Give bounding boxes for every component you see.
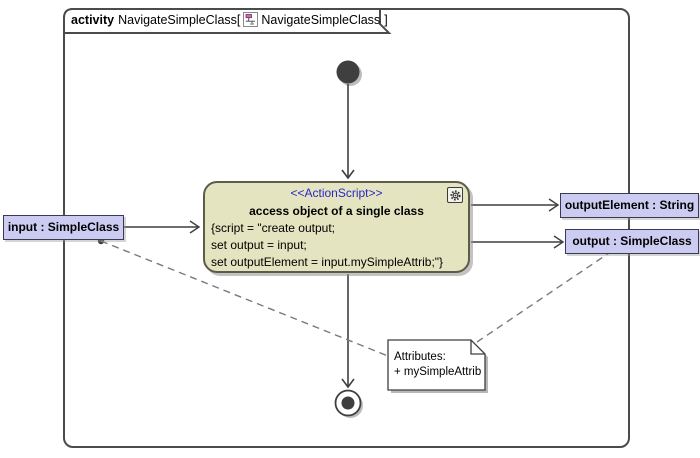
note-text: Attributes: + mySimpleAttrib — [394, 350, 481, 380]
object-node-input[interactable]: input : SimpleClass — [3, 215, 124, 240]
frame-keyword: activity — [71, 13, 115, 27]
initial-node[interactable] — [336, 60, 360, 84]
object-node-label: output : SimpleClass — [572, 234, 692, 248]
note-shape[interactable] — [387, 339, 486, 391]
action-script-line: {script = "create output; — [211, 221, 335, 235]
gear-icon — [449, 189, 461, 201]
control-flow-initial-to-action[interactable] — [341, 84, 355, 180]
action-stereotype: <<ActionScript>> — [290, 186, 383, 200]
object-flow-input-to-action[interactable] — [124, 220, 201, 234]
frame-title-tab[interactable] — [62, 7, 396, 35]
activity-diagram-icon — [243, 12, 259, 30]
action-node[interactable]: <<ActionScript>> access object of a sing… — [203, 181, 470, 273]
object-node-output-element[interactable]: outputElement : String — [560, 193, 699, 218]
frame-title-close: ] — [384, 13, 388, 27]
anchor-line-input-to-note[interactable] — [100, 240, 389, 357]
object-node-label: input : SimpleClass — [7, 220, 120, 234]
object-node-label: outputElement : String — [564, 198, 695, 212]
action-script-line: set outputElement = input.mySimpleAttrib… — [211, 255, 444, 269]
object-flow-action-to-outputelement[interactable] — [471, 198, 560, 212]
action-language-badge[interactable] — [447, 187, 463, 203]
note-line: Attributes: — [394, 351, 446, 363]
object-node-output[interactable]: output : SimpleClass — [565, 229, 699, 254]
frame-diagram-name: NavigateSimpleClass — [261, 13, 381, 27]
object-flow-action-to-output[interactable] — [471, 235, 565, 249]
action-name: access object of a single class — [249, 204, 424, 218]
activity-final-node-core — [341, 396, 355, 410]
note-line: + mySimpleAttrib — [394, 366, 482, 378]
anchor-line-note-to-output[interactable] — [476, 252, 610, 343]
control-flow-action-to-final[interactable] — [341, 274, 355, 389]
action-script-line: set output = input; — [211, 238, 307, 252]
frame-name: NavigateSimpleClass[ — [118, 13, 241, 27]
note-fold-corner — [470, 340, 485, 355]
